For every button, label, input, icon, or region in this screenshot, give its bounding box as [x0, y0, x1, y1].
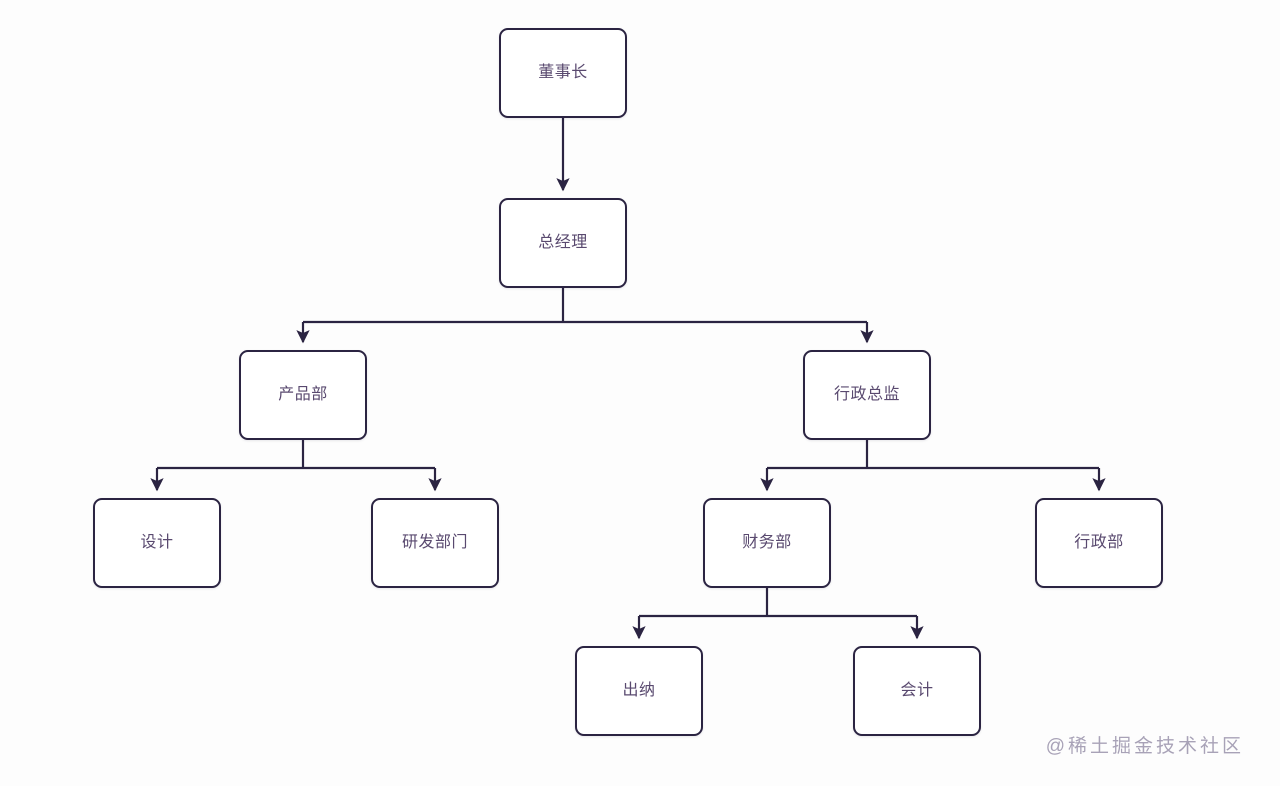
node-product-department[interactable]: 产品部 — [239, 350, 367, 440]
node-label-product-department: 产品部 — [278, 386, 328, 404]
node-label-accounting: 会计 — [900, 682, 934, 700]
node-label-chairman: 董事长 — [538, 64, 588, 82]
node-label-general-manager: 总经理 — [538, 234, 588, 252]
node-administrative-department[interactable]: 行政部 — [1035, 498, 1163, 588]
node-accounting[interactable]: 会计 — [853, 646, 981, 736]
node-label-rnd-department: 研发部门 — [401, 534, 468, 552]
watermark: @稀土掘金技术社区 — [1045, 736, 1244, 757]
node-rnd-department[interactable]: 研发部门 — [371, 498, 499, 588]
node-label-cashier: 出纳 — [622, 682, 656, 700]
node-cashier[interactable]: 出纳 — [575, 646, 703, 736]
node-administrative-director[interactable]: 行政总监 — [803, 350, 931, 440]
node-label-administrative-department: 行政部 — [1074, 534, 1124, 552]
node-label-design: 设计 — [140, 534, 174, 552]
node-finance-department[interactable]: 财务部 — [703, 498, 831, 588]
node-label-administrative-director: 行政总监 — [833, 386, 900, 404]
node-label-finance-department: 财务部 — [742, 534, 792, 552]
node-general-manager[interactable]: 总经理 — [499, 198, 627, 288]
node-design[interactable]: 设计 — [93, 498, 221, 588]
node-chairman[interactable]: 董事长 — [499, 28, 627, 118]
